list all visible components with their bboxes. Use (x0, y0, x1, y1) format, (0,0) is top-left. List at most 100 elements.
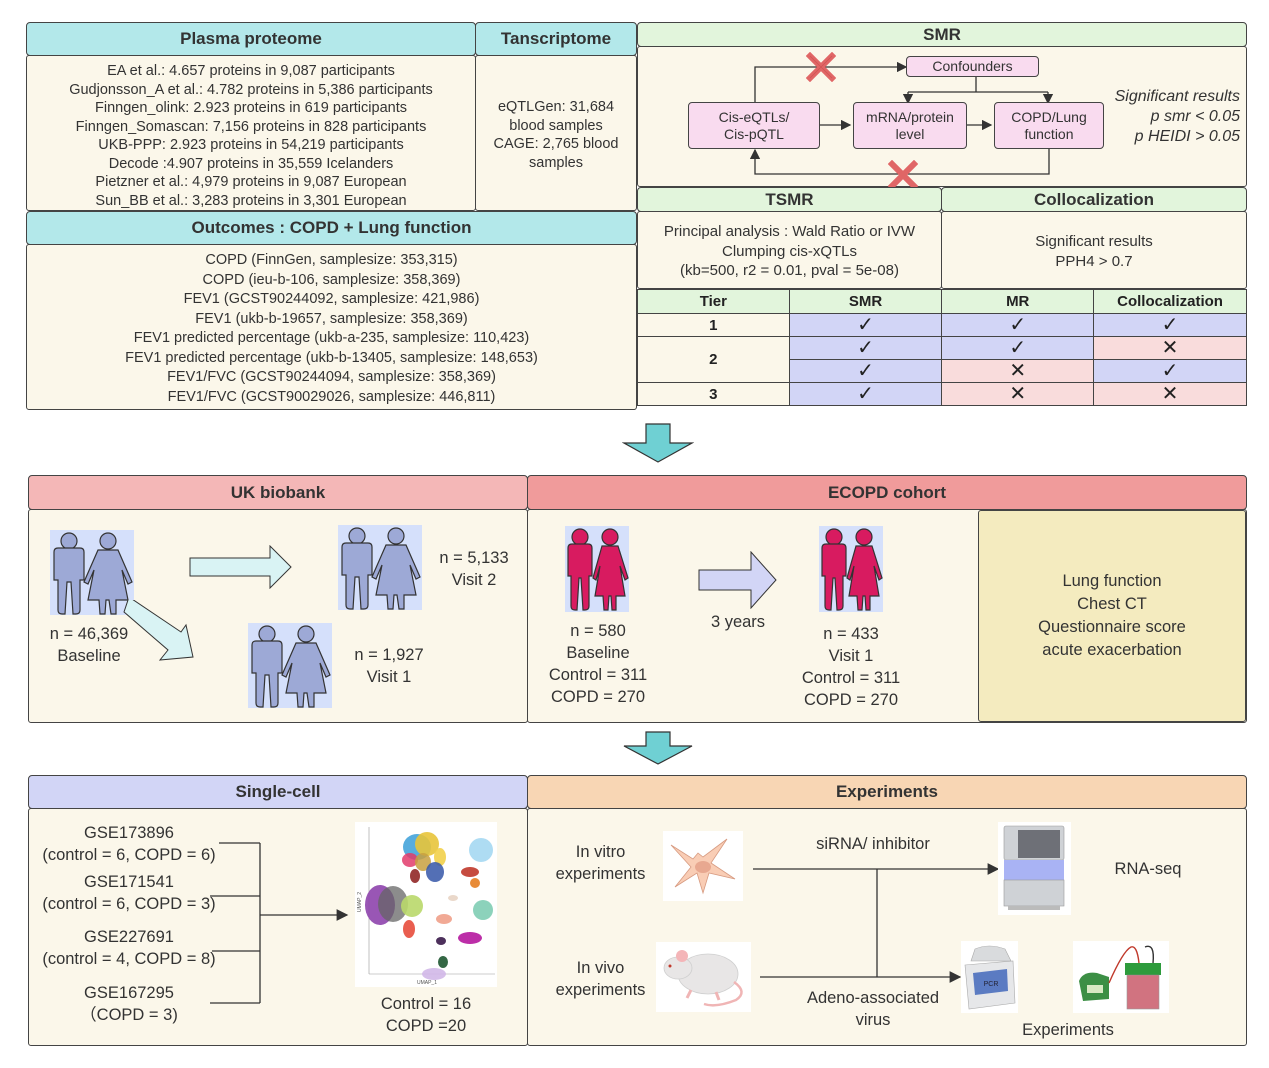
ecopd-visit1-caption: n = 433 Visit 1 Control = 311 COPD = 270 (791, 623, 911, 711)
check-icon: ✓ (1093, 359, 1247, 383)
no-confounding-cross-icon (806, 52, 836, 82)
colocalization-title: Collocalization (1034, 189, 1154, 209)
list-item: FEV1 predicted percentage (ukb-a-235, sa… (133, 330, 530, 346)
plasma-proteome-title: Plasma proteome (180, 29, 322, 48)
check-icon: ✓ (1093, 313, 1247, 337)
uk-visit2-caption: n = 5,133 Visit 2 (429, 547, 519, 591)
dataset-id: GSE173896 (84, 824, 174, 842)
tier-table-header: Tier SMR MR Collocalization (637, 289, 1247, 314)
table-row: 2 ✓ ✓ ✕ (637, 336, 1247, 383)
arrow-to-visit1-icon (123, 600, 194, 661)
list-item: FEV1/FVC (GCST90244094, samplesize: 358,… (167, 369, 496, 385)
ecopd-visit1-copd: COPD = 270 (803, 691, 898, 709)
dataset-item: GSE171541 (control = 6, COPD = 3) (34, 871, 224, 915)
sig-heidi: p HEIDI > 0.05 (1134, 128, 1240, 145)
dataset-id: GSE171541 (84, 873, 174, 891)
dataset-detail: (control = 6, COPD = 3) (42, 895, 216, 913)
list-item: UKB-PPP: 2.923 proteins in 54,219 partic… (98, 137, 404, 153)
dataset-detail: （COPD = 3) (80, 1006, 178, 1024)
uk-baseline-label: Baseline (57, 647, 121, 665)
plasma-proteome-panel: EA et al.: 4.657 proteins in 9,087 parti… (26, 55, 476, 211)
cross-icon: ✕ (941, 382, 1095, 406)
dataset-id: GSE227691 (84, 928, 174, 946)
uk-baseline-caption: n = 46,369 Baseline (34, 623, 144, 667)
check-icon: ✓ (788, 359, 943, 383)
list-item: COPD (FinnGen, samplesize: 353,315) (205, 252, 458, 268)
in-vitro-line2: experiments (555, 865, 646, 883)
ecopd-header: ECOPD cohort (527, 475, 1247, 510)
list-item: acute exacerbation (1042, 641, 1182, 659)
copd-label-2: function (1024, 125, 1074, 142)
list-item: EA et al.: 4.657 proteins in 9,087 parti… (107, 63, 395, 79)
sig-title: Significant results (1114, 88, 1240, 105)
check-icon: ✓ (941, 313, 1095, 337)
list-item: Gudjonsson_A et al.: 4.782 proteins in 5… (69, 81, 433, 98)
check-icon: ✓ (788, 336, 943, 360)
list-item: Chest CT (1077, 595, 1147, 613)
colocalization-list: Significant results PPH4 > 0.7 (942, 212, 1246, 272)
single-cell-title: Single-cell (235, 782, 321, 801)
in-vivo-label: In vivo experiments (543, 957, 658, 1001)
aav-line1: Adeno-associated (806, 989, 940, 1007)
list-item: Questionnaire score (1038, 618, 1186, 636)
list-item: Finngen_Somascan: 7,156 proteins in 828 … (75, 118, 427, 135)
umap-plot-image: UMAP_1 UMAP_2 (355, 822, 497, 987)
no-reverse-causation-cross-icon (888, 160, 918, 190)
smr-title: SMR (923, 24, 961, 44)
colocalization-header: Collocalization (941, 187, 1247, 212)
ecopd-baseline-label: Baseline (566, 644, 630, 662)
three-year-arrow-icon (698, 551, 777, 609)
tsmr-header: TSMR (637, 187, 942, 212)
qtl-node: Cis-eQTLs/ Cis-pQTL (688, 102, 820, 149)
smr-diagram-lines (749, 61, 1054, 175)
aav-line2: virus (855, 1011, 891, 1029)
in-vitro-label: In vitro experiments (543, 841, 658, 885)
total-copd: COPD =20 (385, 1017, 467, 1035)
uk-visit2-label: Visit 2 (451, 571, 497, 589)
umap-ylabel: UMAP_2 (357, 892, 363, 912)
visit1-people-icon (248, 623, 332, 708)
experiments-panel: In vitro experiments In vivo experiments… (527, 808, 1247, 1046)
aav-label: Adeno-associated virus (793, 987, 953, 1031)
list-item: blood samples (509, 117, 603, 134)
plasma-proteome-header: Plasma proteome (26, 22, 476, 56)
ecopd-baseline-people-icon (565, 526, 629, 612)
dataset-item: GSE167295 （COPD = 3) (34, 982, 224, 1026)
uk-baseline-n: n = 46,369 (49, 625, 129, 643)
ecopd-visit1-control: Control = 311 (801, 669, 901, 687)
list-item: Decode :4.907 proteins in 35,559 Iceland… (108, 155, 394, 172)
experiment-flow-lines (753, 863, 1000, 983)
tier-cell: 3 (637, 382, 790, 406)
list-item: (kb=500, r2 = 0.01, pval = 5e-08) (680, 262, 899, 279)
fibroblast-cell-icon (663, 831, 743, 901)
tsmr-panel: Principal analysis : Wald Ratio or IVW C… (637, 211, 942, 289)
outcomes-header: Outcomes : COPD + Lung function (26, 211, 637, 245)
ecopd-baseline-n: n = 580 (570, 622, 626, 640)
col-header-mr: MR (941, 289, 1095, 314)
list-item: Pietzner et al.: 4,979 proteins in 9,087… (95, 174, 407, 190)
sequencer-icon (998, 822, 1071, 915)
check-icon: ✓ (788, 313, 943, 337)
baseline-people-icon (50, 530, 134, 615)
experiments-label: Experiments (1022, 1021, 1114, 1039)
total-control: Control = 16 (380, 995, 472, 1013)
ecopd-title: ECOPD cohort (827, 482, 947, 502)
mrna-protein-node: mRNA/protein level (853, 102, 967, 149)
ecopd-visit1-n: n = 433 (823, 625, 879, 643)
tier-cell: 1 (637, 313, 790, 337)
interval-label: 3 years (710, 613, 766, 631)
in-vitro-line1: In vitro (575, 843, 626, 861)
in-vivo-line1: In vivo (576, 959, 625, 977)
cross-icon: ✕ (1093, 382, 1247, 406)
umap-clusters (365, 832, 493, 980)
dataset-detail: (control = 4, COPD = 8) (42, 950, 216, 968)
uk-visit2-n: n = 5,133 (439, 549, 509, 567)
list-item: Sun_BB et al.: 3,283 proteins in 3,301 E… (95, 192, 407, 209)
visit2-people-icon (338, 525, 422, 610)
check-icon: ✓ (941, 336, 1095, 360)
ecopd-panel: n = 580 Baseline Control = 311 COPD = 27… (527, 509, 1247, 723)
mrna-label-1: mRNA/protein (866, 108, 954, 125)
uk-visit1-caption: n = 1,927 Visit 1 (344, 644, 434, 688)
dataset-merge-bracket (210, 842, 349, 1004)
list-item: eQTLGen: 31,684 (497, 99, 615, 115)
